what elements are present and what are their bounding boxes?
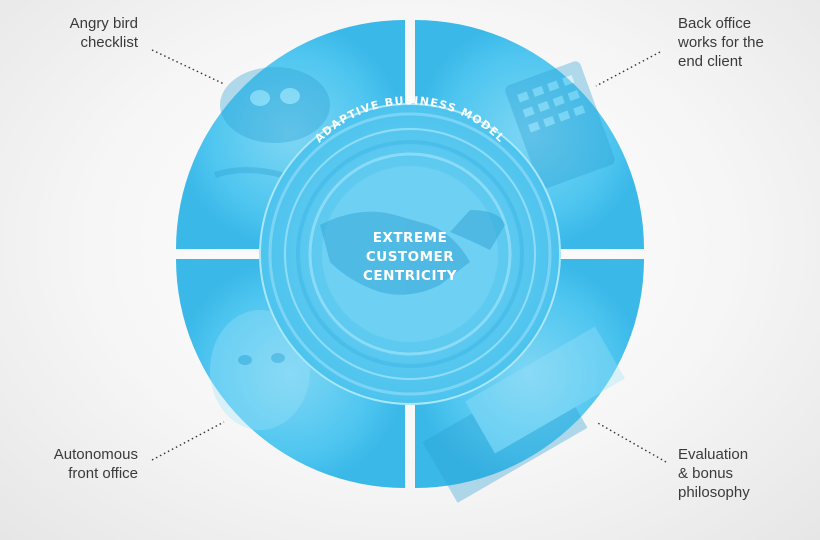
handshake-icon — [320, 210, 505, 295]
leader-line-top-left — [151, 49, 225, 85]
center-circle — [320, 166, 505, 342]
leader-lines — [151, 49, 667, 463]
label-top-right: Back office works for the end client — [678, 15, 764, 70]
center-line-2: CUSTOMER — [366, 249, 454, 265]
center-line-1: EXTREME — [373, 230, 448, 246]
center-line-3: CENTRICITY — [363, 268, 457, 284]
leader-line-bottom-right — [595, 421, 667, 463]
label-top-left: Angry bird checklist — [69, 15, 138, 51]
label-bottom-right: Evaluation & bonus philosophy — [678, 446, 750, 501]
label-bottom-left: Autonomous front office — [53, 446, 138, 482]
leader-line-bottom-left — [151, 421, 225, 461]
leader-line-top-right — [595, 51, 661, 87]
center-title: EXTREME CUSTOMER CENTRICITY — [363, 230, 457, 284]
